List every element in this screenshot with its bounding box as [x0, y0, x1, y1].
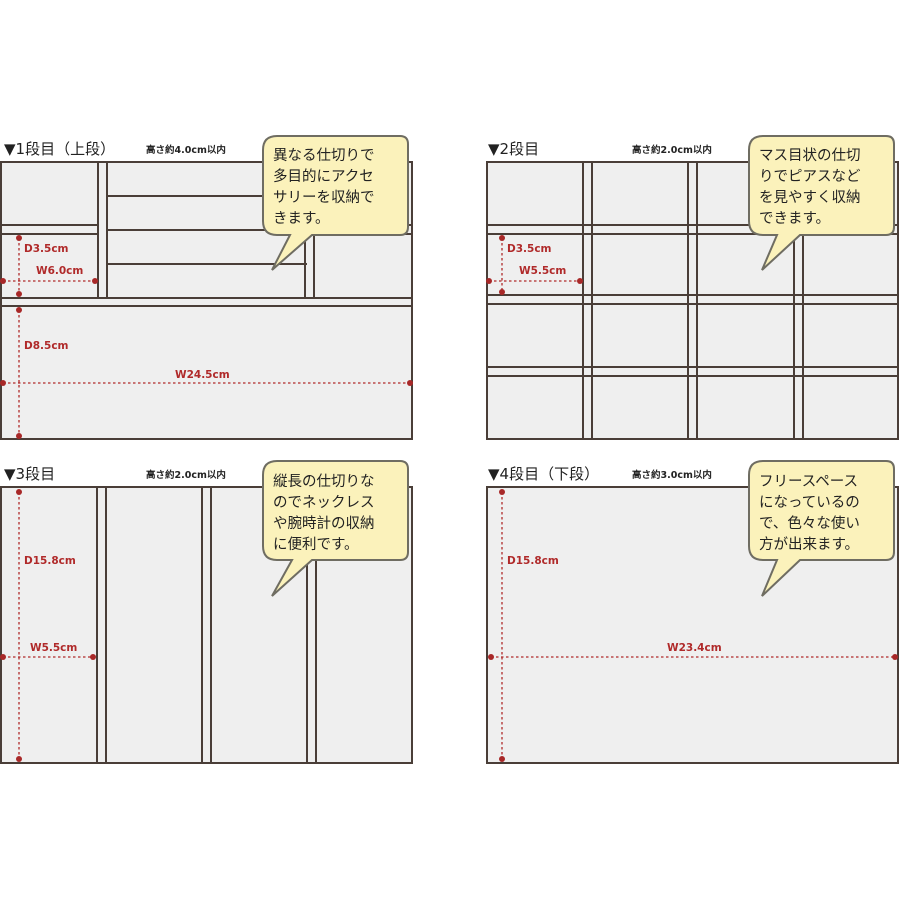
dim-width-label: W5.5cm: [30, 642, 77, 654]
bubble-line: フリースペース: [759, 474, 858, 490]
dim-depth-label: D15.8cm: [507, 555, 559, 567]
speech-bubble-2: マス目状の仕切 りでピアスなど を見やすく収納 できます。: [748, 135, 895, 271]
dim-depth-label: D15.8cm: [24, 555, 76, 567]
bubble-line: 縦長の仕切りな: [273, 473, 375, 490]
bubble-line: できます。: [759, 210, 830, 227]
section-4: ▼4段目（下段） 高さ約3.0cm以内 D15.8cm W23.4cm フリース…: [486, 460, 899, 764]
tray-2-dimensions: D3.5cm W5.5cm: [486, 235, 583, 295]
bubble-line: サリーを収納で: [273, 189, 375, 206]
section-3-title: ▼3段目: [4, 465, 55, 483]
bubble-line: りでピアスなど: [759, 168, 861, 185]
section-2-title: ▼2段目: [488, 140, 539, 158]
section-1-title: ▼1段目（上段）: [4, 140, 115, 158]
bubble-line: きます。: [273, 210, 330, 227]
bubble-line: のでネックレス: [273, 494, 375, 511]
dim-width-label: W24.5cm: [175, 369, 230, 381]
tray-3-dimensions: D15.8cm W5.5cm: [0, 489, 96, 762]
section-3-height-note: 高さ約2.0cm以内: [146, 469, 226, 481]
bubble-line: で、色々な使い: [759, 515, 860, 532]
bubble-line: や腕時計の収納: [273, 515, 375, 532]
tray-1-dimensions: D3.5cm W6.0cm D8.5cm W24.5cm: [0, 235, 413, 439]
section-2: ▼2段目 高さ約2.0cm以内 D3.5cm W5.5cm: [486, 135, 899, 440]
bubble-line: 異なる仕切りで: [273, 147, 375, 164]
section-4-height-note: 高さ約3.0cm以内: [632, 469, 712, 481]
section-2-height-note: 高さ約2.0cm以内: [632, 144, 712, 156]
dim-width-label: W5.5cm: [519, 265, 566, 277]
bubble-line: に便利です。: [273, 536, 359, 553]
bubble-line: マス目状の仕切: [759, 147, 861, 164]
section-1-height-note: 高さ約4.0cm以内: [146, 144, 226, 156]
dim-depth-label: D3.5cm: [507, 243, 552, 255]
dim-width-label: W23.4cm: [667, 642, 722, 654]
section-4-title: ▼4段目（下段）: [488, 465, 599, 483]
bubble-line: 方が出来ます。: [759, 536, 859, 553]
section-3: ▼3段目 高さ約2.0cm以内 D15.8cm W5.5cm 縦長の仕切りな の…: [0, 460, 413, 764]
dim-depth-label: D8.5cm: [24, 340, 69, 352]
bubble-line: になっているの: [759, 494, 860, 511]
speech-bubble-1: 異なる仕切りで 多目的にアクセ サリーを収納で きます。: [262, 135, 409, 271]
speech-bubble-4: フリースペース になっているの で、色々な使い 方が出来ます。: [748, 460, 895, 597]
section-1: ▼1段目（上段） 高さ約4.0cm以内: [0, 135, 413, 440]
speech-bubble-3: 縦長の仕切りな のでネックレス や腕時計の収納 に便利です。: [262, 460, 409, 597]
dim-depth-label: D3.5cm: [24, 243, 69, 255]
bubble-line: を見やすく収納: [759, 189, 861, 206]
bubble-line: 多目的にアクセ: [273, 168, 374, 185]
tray-4-dimensions: D15.8cm W23.4cm: [488, 489, 898, 762]
dim-width-label: W6.0cm: [36, 265, 83, 277]
